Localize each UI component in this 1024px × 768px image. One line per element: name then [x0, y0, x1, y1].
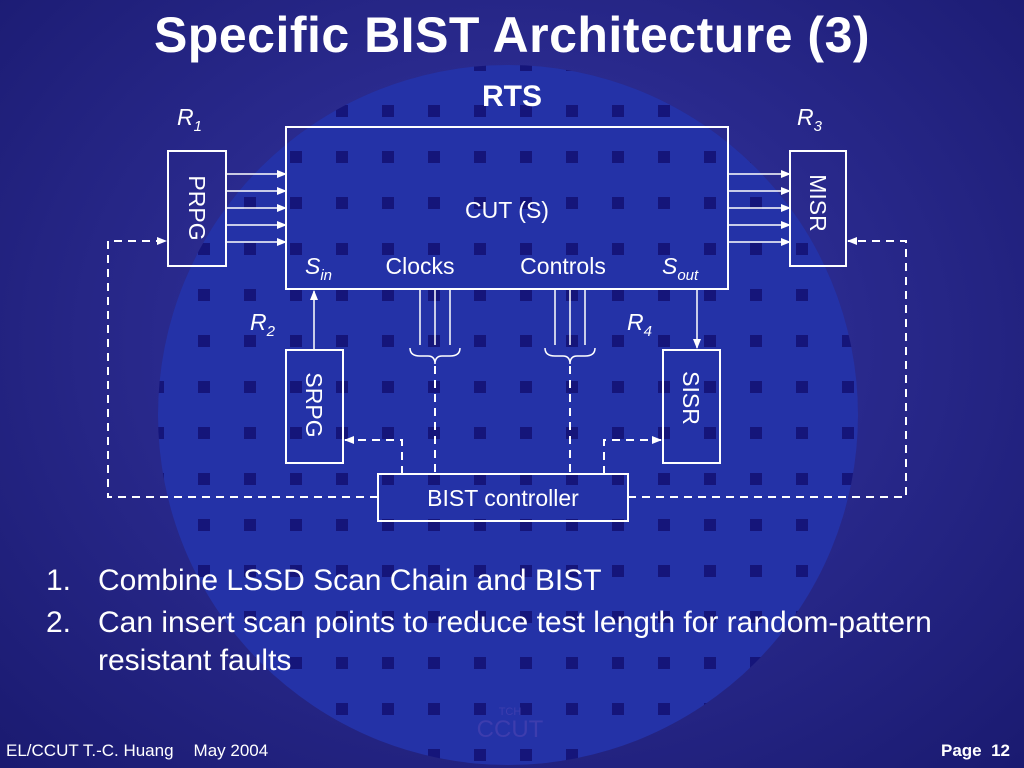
controls-label: Controls — [520, 253, 606, 279]
sisr-box — [662, 349, 721, 464]
footer-left: EL/CCUT T.-C. Huang May 2004 — [6, 741, 268, 761]
wafer-background — [158, 65, 858, 765]
watermark-logo: TCH CCUT — [476, 706, 544, 743]
cut-to-misr-arrows — [728, 170, 791, 246]
s-in-label: Sin — [305, 253, 332, 284]
bullet-item-2: 2. Can insert scan points to reduce test… — [46, 604, 996, 680]
clocks-bus — [409, 289, 461, 365]
slide-subtitle: RTS — [482, 80, 542, 113]
bullet-text: Combine LSSD Scan Chain and BIST — [98, 564, 602, 597]
bullet-list: 1. Combine LSSD Scan Chain and BIST 2. C… — [46, 562, 996, 684]
footer-author: EL/CCUT T.-C. Huang — [6, 741, 174, 760]
page-number: Page 12 — [940, 741, 1010, 760]
bullet-number: 1. — [46, 564, 72, 597]
controls-bus — [544, 289, 596, 365]
r4-label: R4 — [627, 309, 652, 340]
bullet-text: Can insert scan points to reduce test le… — [98, 606, 932, 677]
bullet-number: 2. — [46, 606, 72, 639]
r2-label: R2 — [250, 309, 276, 340]
clocks-label: Clocks — [385, 253, 454, 279]
cut-label: CUT (S) — [465, 197, 549, 223]
prpg-label: PRPG — [184, 175, 210, 240]
sisr-label: SISR — [678, 371, 704, 425]
controller-label: BIST controller — [427, 485, 579, 511]
prpg-to-cut-arrows — [226, 170, 287, 246]
r3-label: R3 — [797, 104, 823, 135]
slide-title: Specific BIST Architecture (3) — [153, 7, 871, 63]
s-out-label: Sout — [662, 253, 699, 284]
bullet-item-1: 1. Combine LSSD Scan Chain and BIST — [46, 562, 996, 600]
misr-label: MISR — [805, 174, 831, 232]
r1-label: R1 — [177, 104, 202, 135]
srpg-label: SRPG — [301, 372, 327, 437]
controller-dashed-lines — [107, 237, 907, 498]
footer-date: May 2004 — [193, 741, 269, 760]
